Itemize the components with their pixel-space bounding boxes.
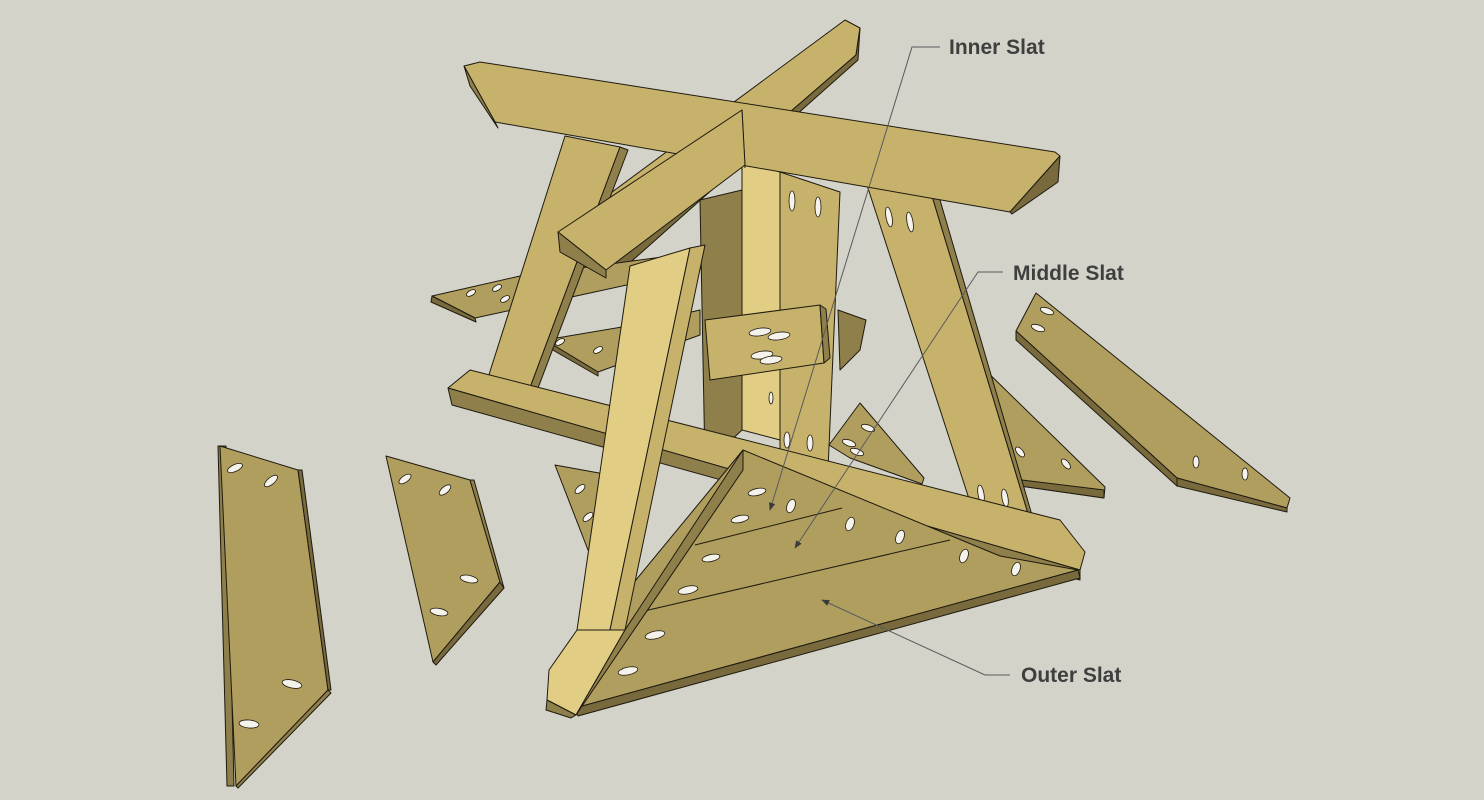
top-cross-beam [463,61,1061,215]
callout-inner-slat: Inner Slat [769,36,1045,511]
back-slat-right [828,309,925,485]
callout-outer-slat: Outer Slat [821,599,1121,687]
callout-middle-slat: Middle Slat [794,262,1124,549]
loose-slat-right-long [1015,292,1291,513]
leg-front [545,244,744,719]
callout-inner-label: Inner Slat [949,36,1045,59]
loose-slat-left-long [217,445,332,789]
upper-crossing-block [557,109,746,279]
loose-slat-left-short [385,455,505,666]
platform [569,449,1081,717]
callout-middle-label: Middle Slat [1013,262,1124,285]
cleat-block [704,304,831,381]
callout-outer-label: Outer Slat [1021,664,1121,687]
